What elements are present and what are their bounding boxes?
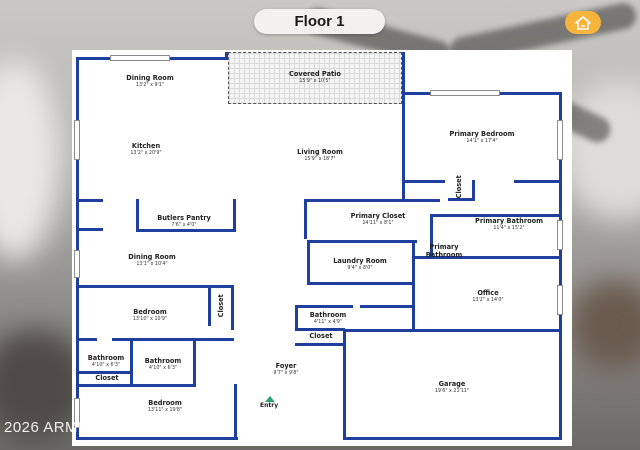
entry-arrow-icon	[265, 396, 275, 402]
floor-plan	[72, 50, 572, 446]
house-icon	[575, 15, 591, 30]
room-label-closet-mid: Closet	[309, 332, 333, 340]
room-label-closet-lower: Closet	[95, 374, 119, 382]
covered-patio-area	[228, 52, 402, 104]
room-label-primary-bathroom-2: Primary Bathroom	[425, 243, 463, 259]
home-button[interactable]	[565, 11, 601, 34]
room-label-closet-bedroom: Closet	[217, 294, 226, 318]
copyright-watermark: 2026 ARMLS	[4, 419, 98, 436]
floor-selector-button[interactable]: Floor 1	[254, 9, 385, 34]
entry-label: Entry	[260, 402, 279, 409]
room-label-closet-primary: Closet	[455, 175, 464, 199]
floor-label: Floor 1	[294, 13, 345, 30]
